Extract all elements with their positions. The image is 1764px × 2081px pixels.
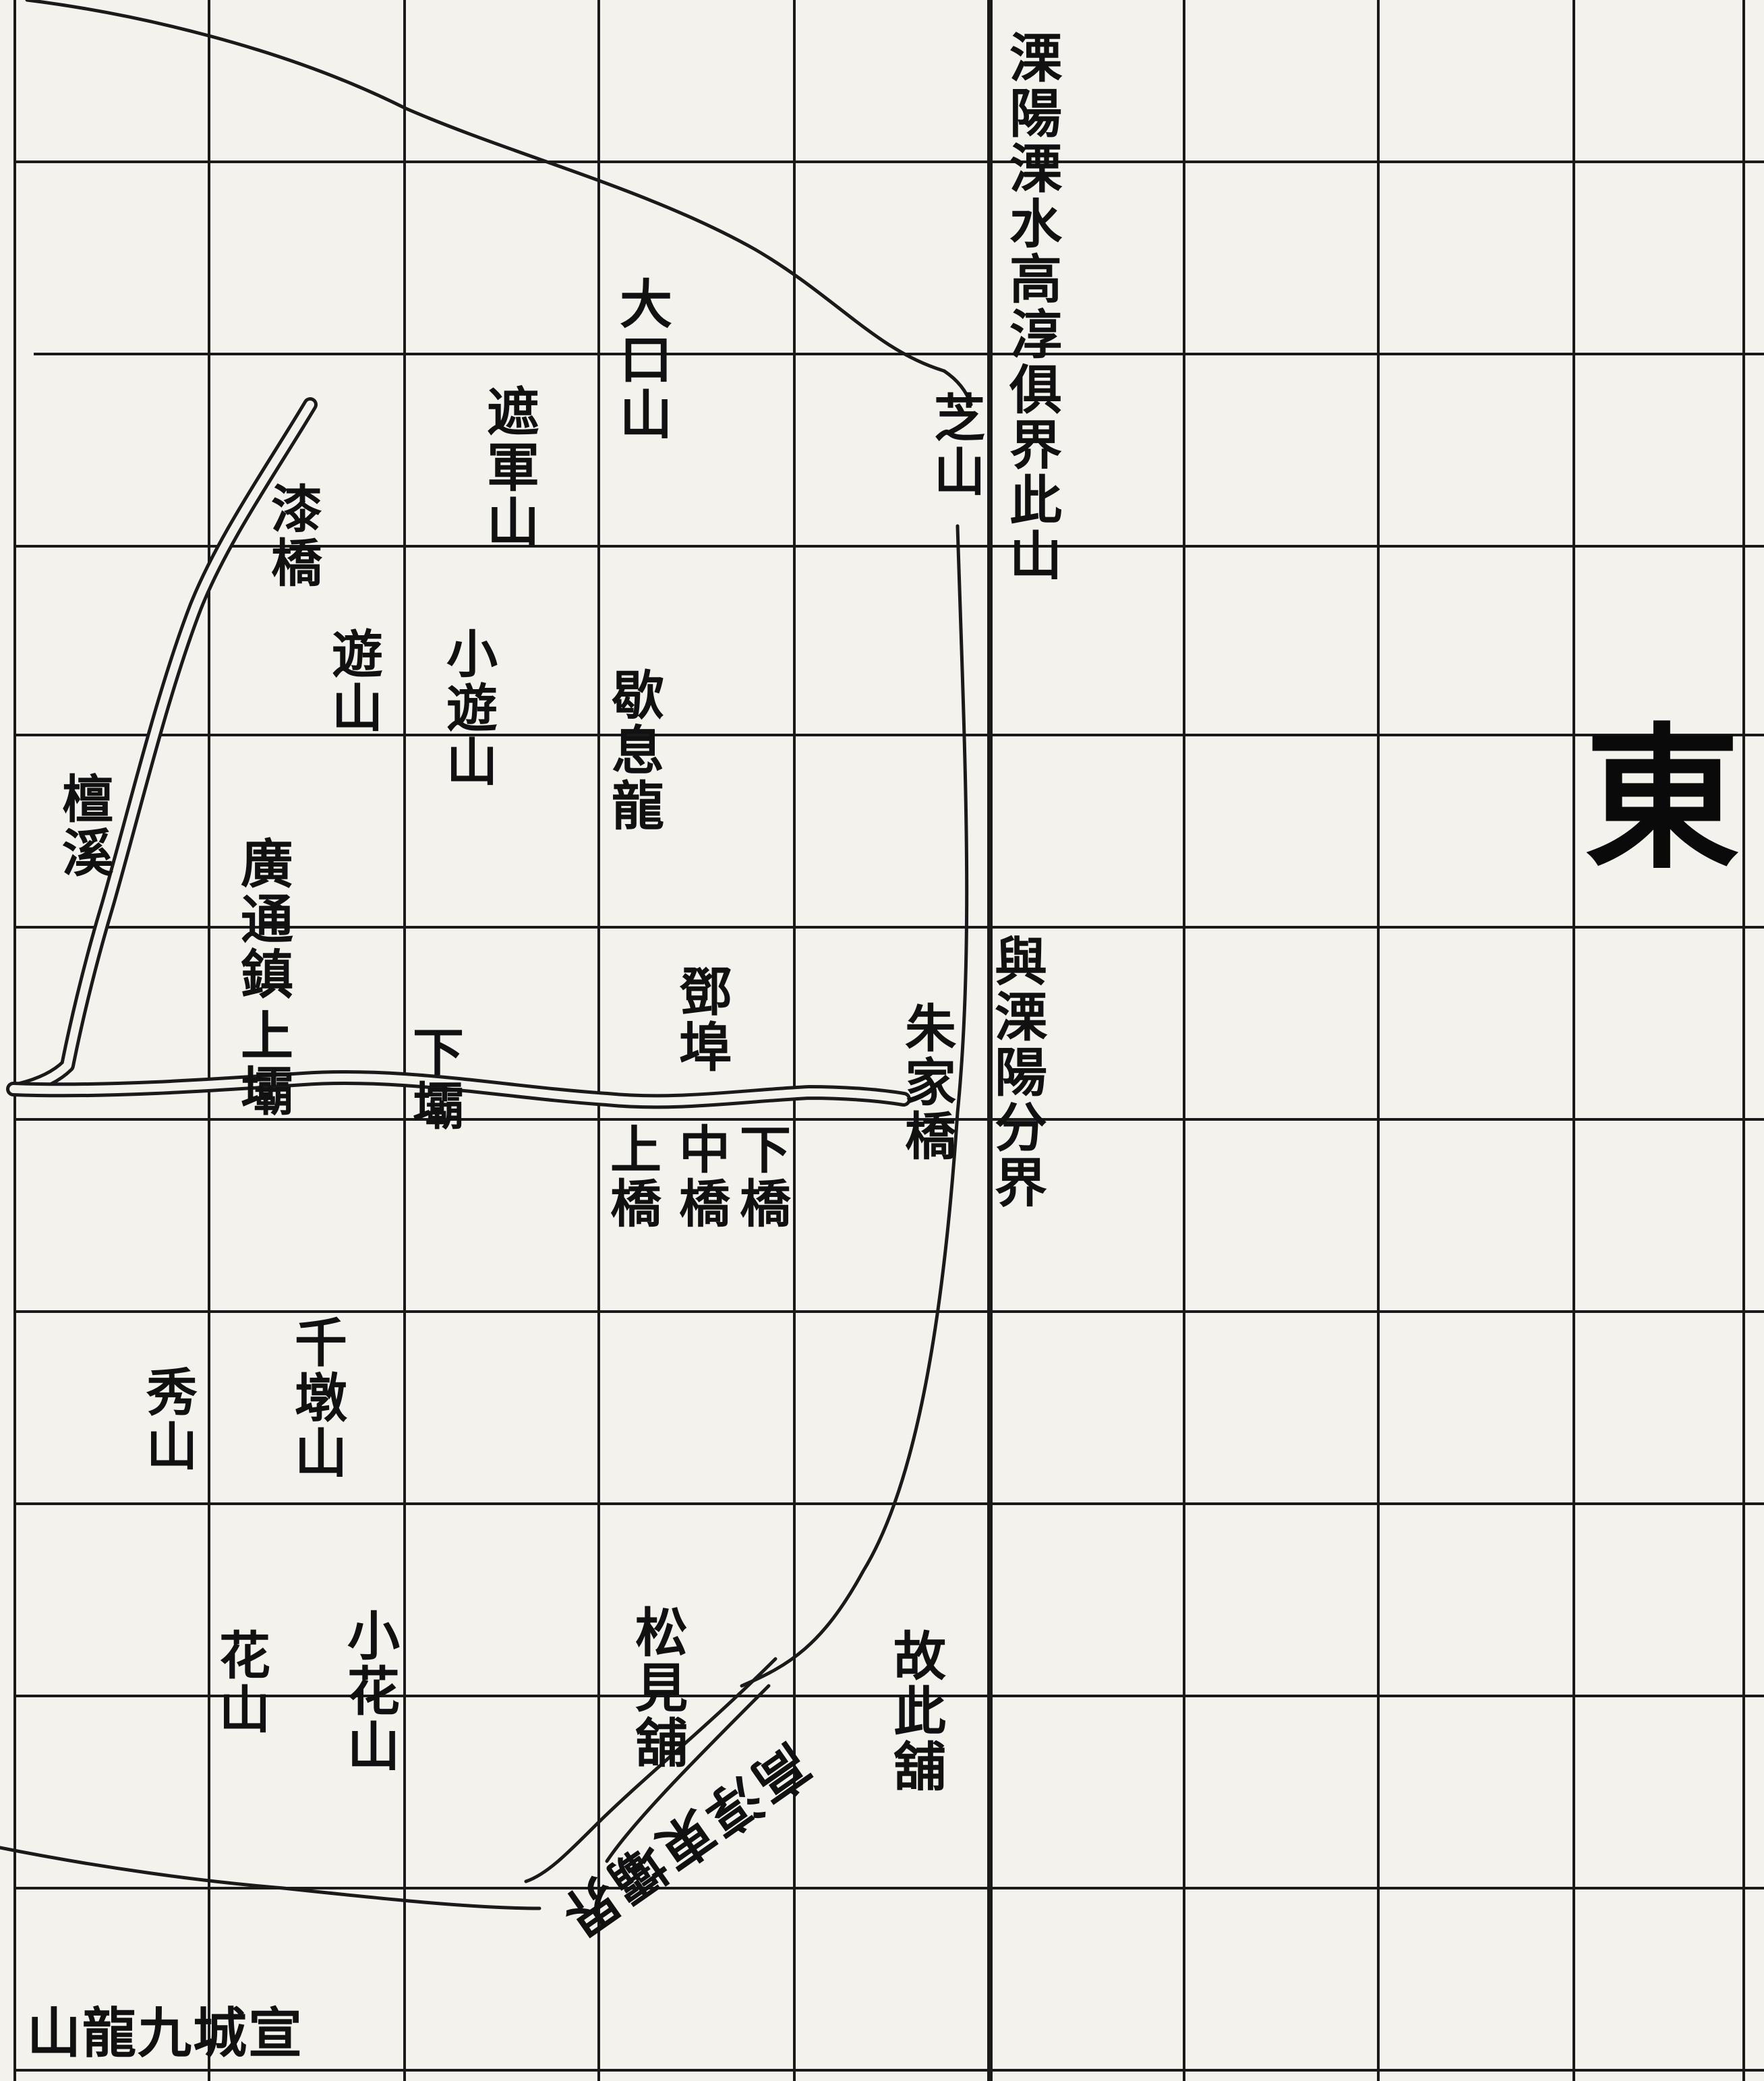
direction-east-label: 東 xyxy=(1585,708,1740,890)
border-note: 與溧陽分界 xyxy=(986,934,1047,1210)
place-label-zhong-qiao: 中橋 xyxy=(670,1123,730,1231)
place-label-zhejun-shan: 遮軍山 xyxy=(478,384,539,550)
place-label-xuancheng-jiulong: 宣城九龍山 xyxy=(27,2001,303,2065)
grid-vertical-lines xyxy=(13,0,1745,2081)
place-label-you-shan: 遊山 xyxy=(323,627,383,735)
southern-road-line xyxy=(605,1684,771,1863)
southern-road-line xyxy=(524,1657,777,1883)
tanxi-river-inner xyxy=(16,401,314,1093)
place-label-xiao-hua-shan: 小花山 xyxy=(339,1608,400,1774)
place-label-zhi-shan: 芝山 xyxy=(925,391,985,499)
place-label-hua-shan: 花山 xyxy=(210,1629,270,1736)
grid-horizontal-lines xyxy=(13,160,1764,2072)
northern-boundary-line xyxy=(25,0,973,407)
place-label-xia-qiao: 下橋 xyxy=(731,1123,791,1231)
place-label-gu-ci-pu: 故此舖 xyxy=(885,1629,946,1794)
eastern-road-line xyxy=(740,524,969,1688)
southern-road-line xyxy=(0,1846,541,1910)
place-label-guangtong-zhen: 廣通鎮 xyxy=(232,836,293,1002)
place-label-songjian-pu: 松見舖 xyxy=(626,1605,688,1771)
boundary-note: 溧陽溧水高淳俱界此山 xyxy=(1001,30,1062,583)
place-label-xie-xi-long: 歇息龍 xyxy=(603,668,664,833)
place-label-xia-ba: 下壩 xyxy=(404,1025,464,1133)
place-label-deng-bu: 鄧埠 xyxy=(670,964,732,1075)
place-label-qi-qiao: 漆橋 xyxy=(262,482,322,590)
place-label-dakou-shan: 大口山 xyxy=(611,276,672,442)
place-label-xiao-you-shan: 小遊山 xyxy=(438,627,498,789)
place-label-zhujia-qiao: 朱家橋 xyxy=(896,1001,956,1163)
place-label-qiandun-shan: 千墩山 xyxy=(286,1315,347,1481)
place-label-shang-ba: 上壩 xyxy=(232,1008,293,1119)
place-label-xiu-shan: 秀山 xyxy=(138,1366,198,1473)
place-label-shang-qiao: 上橋 xyxy=(601,1123,662,1231)
place-label-tan-xi: 檀溪 xyxy=(53,772,113,880)
central-river-inner xyxy=(9,1073,908,1106)
